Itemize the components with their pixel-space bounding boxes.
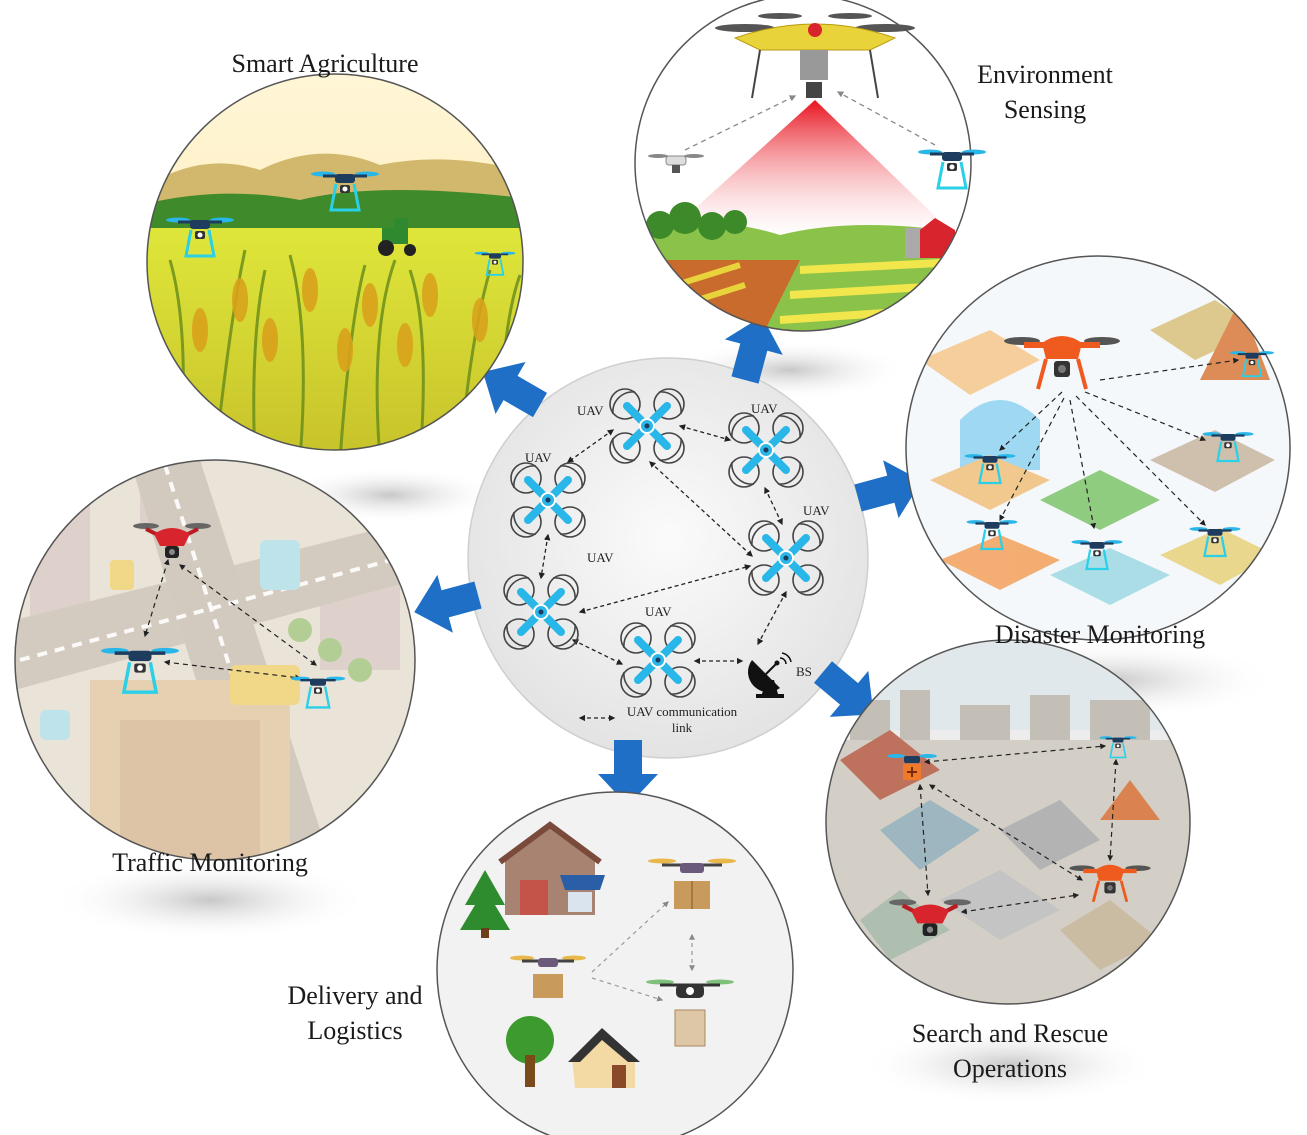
uav-label: UAV [525, 450, 552, 465]
environment-sensing-panel [634, 0, 988, 332]
delivery-drone-icon [646, 979, 734, 1047]
delivery-logistics-panel [436, 791, 794, 1135]
uav-label: UAV [645, 604, 672, 619]
legend-label: UAV communication [627, 704, 738, 719]
package-icon [674, 1009, 706, 1047]
delivery-line1: Delivery and [287, 981, 423, 1010]
house-icon [568, 1028, 640, 1088]
barn-icon [905, 218, 955, 258]
tree-icon [460, 870, 510, 938]
bs-label: BS [796, 664, 812, 679]
package-icon [533, 974, 563, 998]
environment-line1: Environment [977, 60, 1113, 89]
environment-line2: Sensing [1003, 95, 1087, 124]
smart-agriculture-panel [146, 73, 524, 451]
disaster-monitoring-title: Disaster Monitoring [994, 620, 1206, 649]
delivery-logistics-title: Delivery and Logistics [260, 978, 450, 1048]
traffic-monitoring-panel [14, 459, 416, 861]
drone-icon [648, 154, 704, 173]
shadow [860, 1025, 1160, 1105]
house-icon [498, 821, 605, 915]
uav-label: UAV [587, 550, 614, 565]
communication-links [538, 424, 787, 722]
search-rescue-panel [825, 639, 1191, 1005]
smart-agriculture-title: Smart Agriculture [231, 49, 419, 78]
satellite-dish-icon [748, 652, 792, 698]
search-line2: Operations [952, 1054, 1068, 1083]
disaster-monitoring-panel [905, 255, 1291, 641]
uav-label: UAV [751, 401, 778, 416]
environment-sensing-title: Environment Sensing [950, 57, 1140, 127]
search-rescue-title: Search and Rescue Operations [880, 1016, 1140, 1086]
shadow [50, 860, 370, 940]
traffic-monitoring-title: Traffic Monitoring [112, 848, 308, 877]
drone-icon [887, 754, 937, 780]
uav-label: UAV [577, 403, 604, 418]
tree-icon [506, 1016, 554, 1087]
search-line1: Search and Rescue [911, 1019, 1109, 1048]
delivery-line2: Logistics [307, 1016, 403, 1045]
uav-network-panel: UAV UAV UAV UAV UAV UAV BS UAV communica… [467, 357, 869, 759]
delivery-drone-icon [648, 858, 736, 909]
sensing-drone-icon [715, 13, 915, 99]
tractor-icon [378, 218, 416, 256]
legend-label: link [672, 720, 693, 735]
delivery-drone-icon [510, 955, 586, 998]
uav-label: UAV [803, 503, 830, 518]
